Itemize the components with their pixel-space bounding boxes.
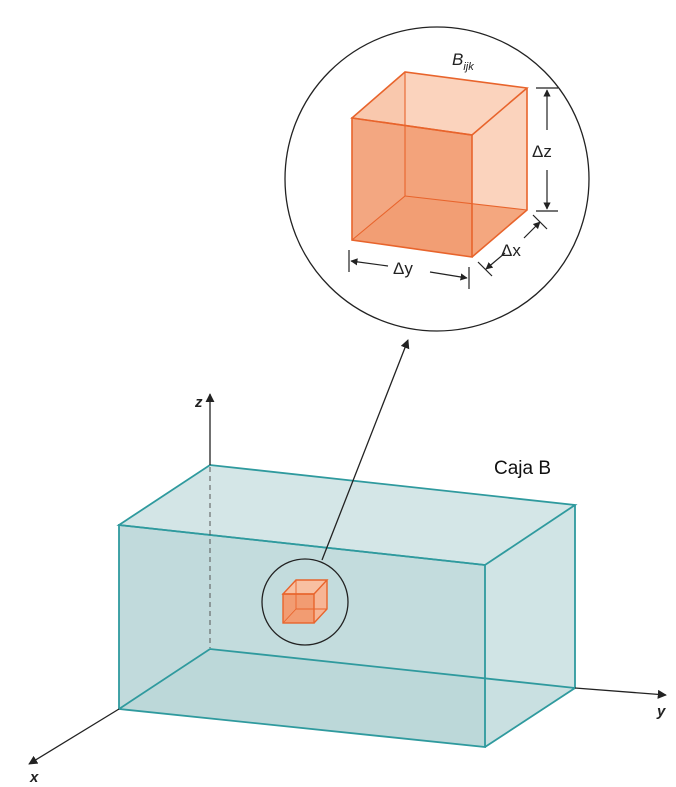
dz-label: Δz xyxy=(532,142,552,161)
z-axis-label: z xyxy=(194,394,203,411)
dz-dimension: Δz xyxy=(532,87,558,212)
y-axis-line xyxy=(574,687,667,699)
large-magnifier: Bijk Δz Δy Δx xyxy=(284,26,590,332)
dy-label: Δy xyxy=(393,259,413,278)
box-b xyxy=(116,464,578,748)
x-axis-line xyxy=(28,708,120,765)
small-circle xyxy=(261,558,349,646)
dy-dimension: Δy xyxy=(348,250,470,289)
box-label: Caja B xyxy=(494,458,551,479)
x-axis-label: x xyxy=(29,769,39,786)
box-front-face xyxy=(119,525,485,747)
box-top-face xyxy=(119,465,575,565)
large-cube xyxy=(350,71,529,258)
cube-label: Bijk xyxy=(452,50,474,73)
zoom-connector-arrow xyxy=(321,339,410,561)
y-axis-label: y xyxy=(656,703,666,720)
small-cube xyxy=(281,579,329,624)
small-magnifier xyxy=(261,558,349,646)
axes: z y x xyxy=(28,393,667,786)
dx-label: Δx xyxy=(501,241,521,260)
dx-dimension: Δx xyxy=(477,214,548,277)
